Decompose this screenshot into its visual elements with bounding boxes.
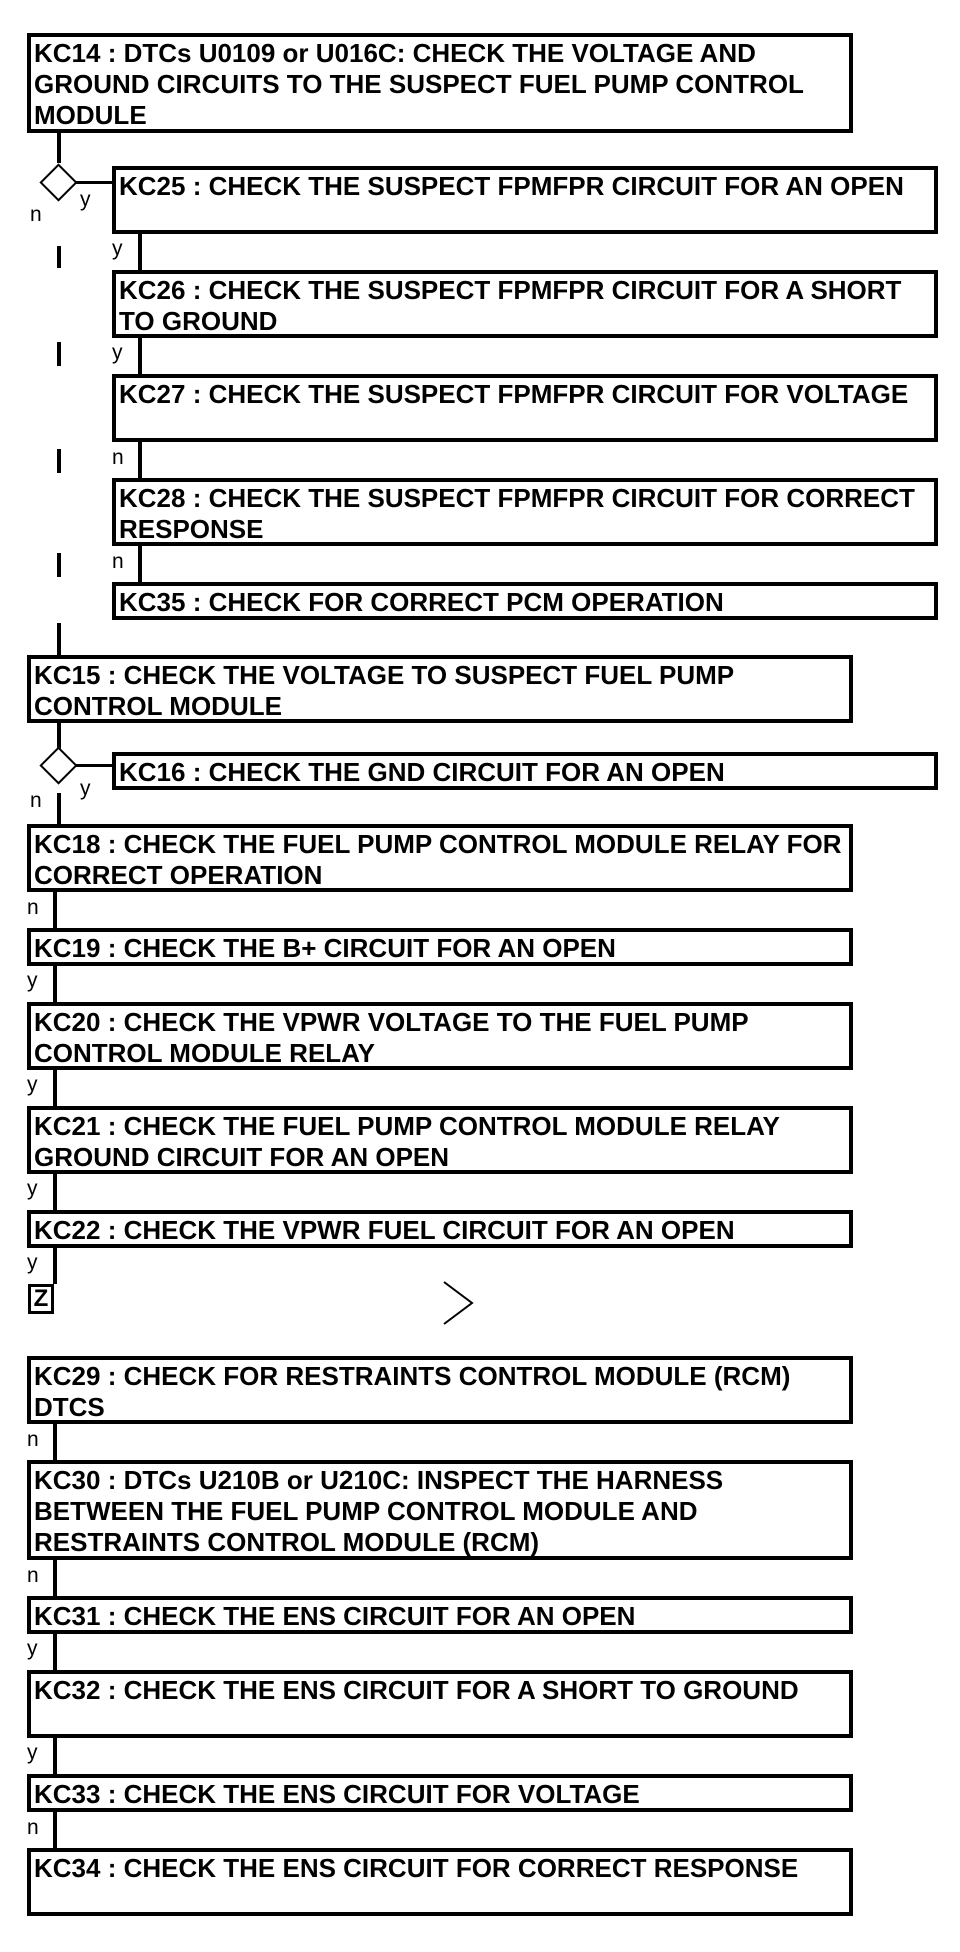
step-kc19[interactable]: KC19 : CHECK THE B+ CIRCUIT FOR AN OPEN (27, 928, 853, 966)
branch-label-no: n (27, 1564, 39, 1587)
connector-line (57, 553, 61, 577)
step-kc35[interactable]: KC35 : CHECK FOR CORRECT PCM OPERATION (112, 582, 938, 620)
step-kc15[interactable]: KC15 : CHECK THE VOLTAGE TO SUSPECT FUEL… (27, 655, 853, 723)
step-kc28[interactable]: KC28 : CHECK THE SUSPECT FPMFPR CIRCUIT … (112, 478, 938, 546)
branch-label-yes: y (80, 188, 91, 211)
connector-line (53, 1424, 57, 1460)
connector-line (57, 723, 61, 753)
branch-label-no: n (30, 789, 42, 812)
connector-line (138, 338, 142, 374)
step-kc20[interactable]: KC20 : CHECK THE VPWR VOLTAGE TO THE FUE… (27, 1002, 853, 1070)
branch-label-yes: y (112, 237, 123, 260)
step-kc30[interactable]: KC30 : DTCs U210B or U210C: INSPECT THE … (27, 1460, 853, 1560)
connector-line (57, 342, 61, 366)
connector-line (57, 623, 61, 661)
connector-line (57, 449, 61, 473)
connector-line (76, 181, 114, 184)
step-kc21[interactable]: KC21 : CHECK THE FUEL PUMP CONTROL MODUL… (27, 1106, 853, 1174)
connector-line (138, 234, 142, 270)
step-kc29[interactable]: KC29 : CHECK FOR RESTRAINTS CONTROL MODU… (27, 1356, 853, 1424)
chevron-right-icon (443, 1281, 474, 1325)
step-kc33[interactable]: KC33 : CHECK THE ENS CIRCUIT FOR VOLTAGE (27, 1774, 853, 1812)
branch-label-no: n (27, 1428, 39, 1451)
branch-label-yes: y (112, 341, 123, 364)
connector-line (57, 246, 61, 268)
connector-line (57, 793, 61, 825)
connector-line (53, 1634, 57, 1670)
step-kc34[interactable]: KC34 : CHECK THE ENS CIRCUIT FOR CORRECT… (27, 1848, 853, 1916)
branch-label-no: n (27, 1816, 39, 1839)
connector-line (57, 133, 61, 163)
off-page-connector[interactable]: Z (28, 1284, 54, 1314)
connector-line (53, 1174, 57, 1210)
connector-line (53, 892, 57, 928)
connector-line (53, 966, 57, 1002)
step-kc25[interactable]: KC25 : CHECK THE SUSPECT FPMFPR CIRCUIT … (112, 166, 938, 234)
connector-line (53, 1248, 57, 1284)
branch-label-no: n (112, 550, 124, 573)
step-kc22[interactable]: KC22 : CHECK THE VPWR FUEL CIRCUIT FOR A… (27, 1210, 853, 1248)
branch-label-yes: y (27, 1637, 38, 1660)
branch-label-no: n (30, 203, 42, 226)
connector-line (53, 1738, 57, 1774)
connector-line (138, 442, 142, 478)
connector-line (53, 1560, 57, 1596)
branch-label-yes: y (27, 1073, 38, 1096)
step-kc26[interactable]: KC26 : CHECK THE SUSPECT FPMFPR CIRCUIT … (112, 270, 938, 338)
step-kc31[interactable]: KC31 : CHECK THE ENS CIRCUIT FOR AN OPEN (27, 1596, 853, 1634)
connector-line (53, 1812, 57, 1848)
step-kc27[interactable]: KC27 : CHECK THE SUSPECT FPMFPR CIRCUIT … (112, 374, 938, 442)
branch-label-yes: y (27, 1741, 38, 1764)
branch-label-yes: y (27, 969, 38, 992)
step-kc18[interactable]: KC18 : CHECK THE FUEL PUMP CONTROL MODUL… (27, 824, 853, 892)
branch-label-yes: y (27, 1177, 38, 1200)
step-kc32[interactable]: KC32 : CHECK THE ENS CIRCUIT FOR A SHORT… (27, 1670, 853, 1738)
decision-diamond (39, 163, 78, 202)
branch-label-no: n (27, 896, 39, 919)
step-kc14[interactable]: KC14 : DTCs U0109 or U016C: CHECK THE VO… (27, 33, 853, 133)
connector-line (53, 1070, 57, 1106)
branch-label-yes: y (27, 1251, 38, 1274)
decision-diamond (39, 746, 78, 785)
connector-line (138, 546, 142, 582)
branch-label-yes: y (80, 777, 91, 800)
connector-line (76, 764, 114, 767)
branch-label-no: n (112, 446, 124, 469)
step-kc16[interactable]: KC16 : CHECK THE GND CIRCUIT FOR AN OPEN (112, 752, 938, 790)
